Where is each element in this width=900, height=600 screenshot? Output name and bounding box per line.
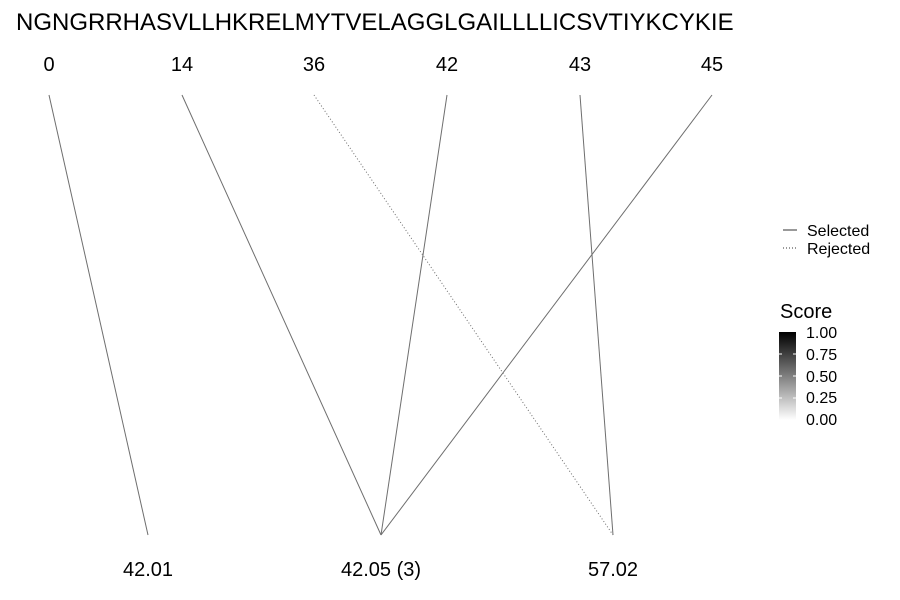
selected-link-line [380, 94, 713, 536]
mass-label: 42.01 [123, 559, 173, 581]
score-tick-label: 0.25 [806, 390, 837, 407]
position-label: 43 [569, 54, 591, 76]
score-tick-label: 0.75 [806, 347, 837, 364]
line-legend: Selected Rejected [783, 223, 870, 258]
score-legend-title: Score [780, 301, 832, 323]
position-label: 42 [436, 54, 458, 76]
mass-label: 42.05 (3) [341, 559, 421, 581]
score-legend: Score 1.00 0.75 0.50 0.25 0.00 [779, 301, 837, 429]
selected-link-line [48, 94, 149, 536]
mass-labels: 42.01 42.05 (3) 57.02 [123, 559, 638, 581]
score-colorbar [779, 332, 796, 420]
score-tick-label: 0.50 [806, 369, 837, 386]
position-label: 14 [171, 54, 193, 76]
selected-link-line [181, 94, 382, 536]
selected-link-line [380, 94, 448, 536]
legend-rejected-label: Rejected [807, 241, 870, 258]
score-tick-label: 1.00 [806, 325, 837, 342]
position-label: 45 [701, 54, 723, 76]
sequence-title: NGNGRRHASVLLHKRELMYTVELAGGLGAILLLLICSVTI… [16, 9, 734, 36]
rejected-link-line [313, 94, 614, 536]
mass-label: 57.02 [588, 559, 638, 581]
selected-link-line [579, 94, 614, 536]
position-label: 36 [303, 54, 325, 76]
links-layer [48, 94, 713, 536]
score-tick-label: 0.00 [806, 412, 837, 429]
position-label: 0 [43, 54, 54, 76]
legend-selected-label: Selected [807, 223, 869, 240]
position-labels: 0 14 36 42 43 45 [43, 54, 723, 76]
